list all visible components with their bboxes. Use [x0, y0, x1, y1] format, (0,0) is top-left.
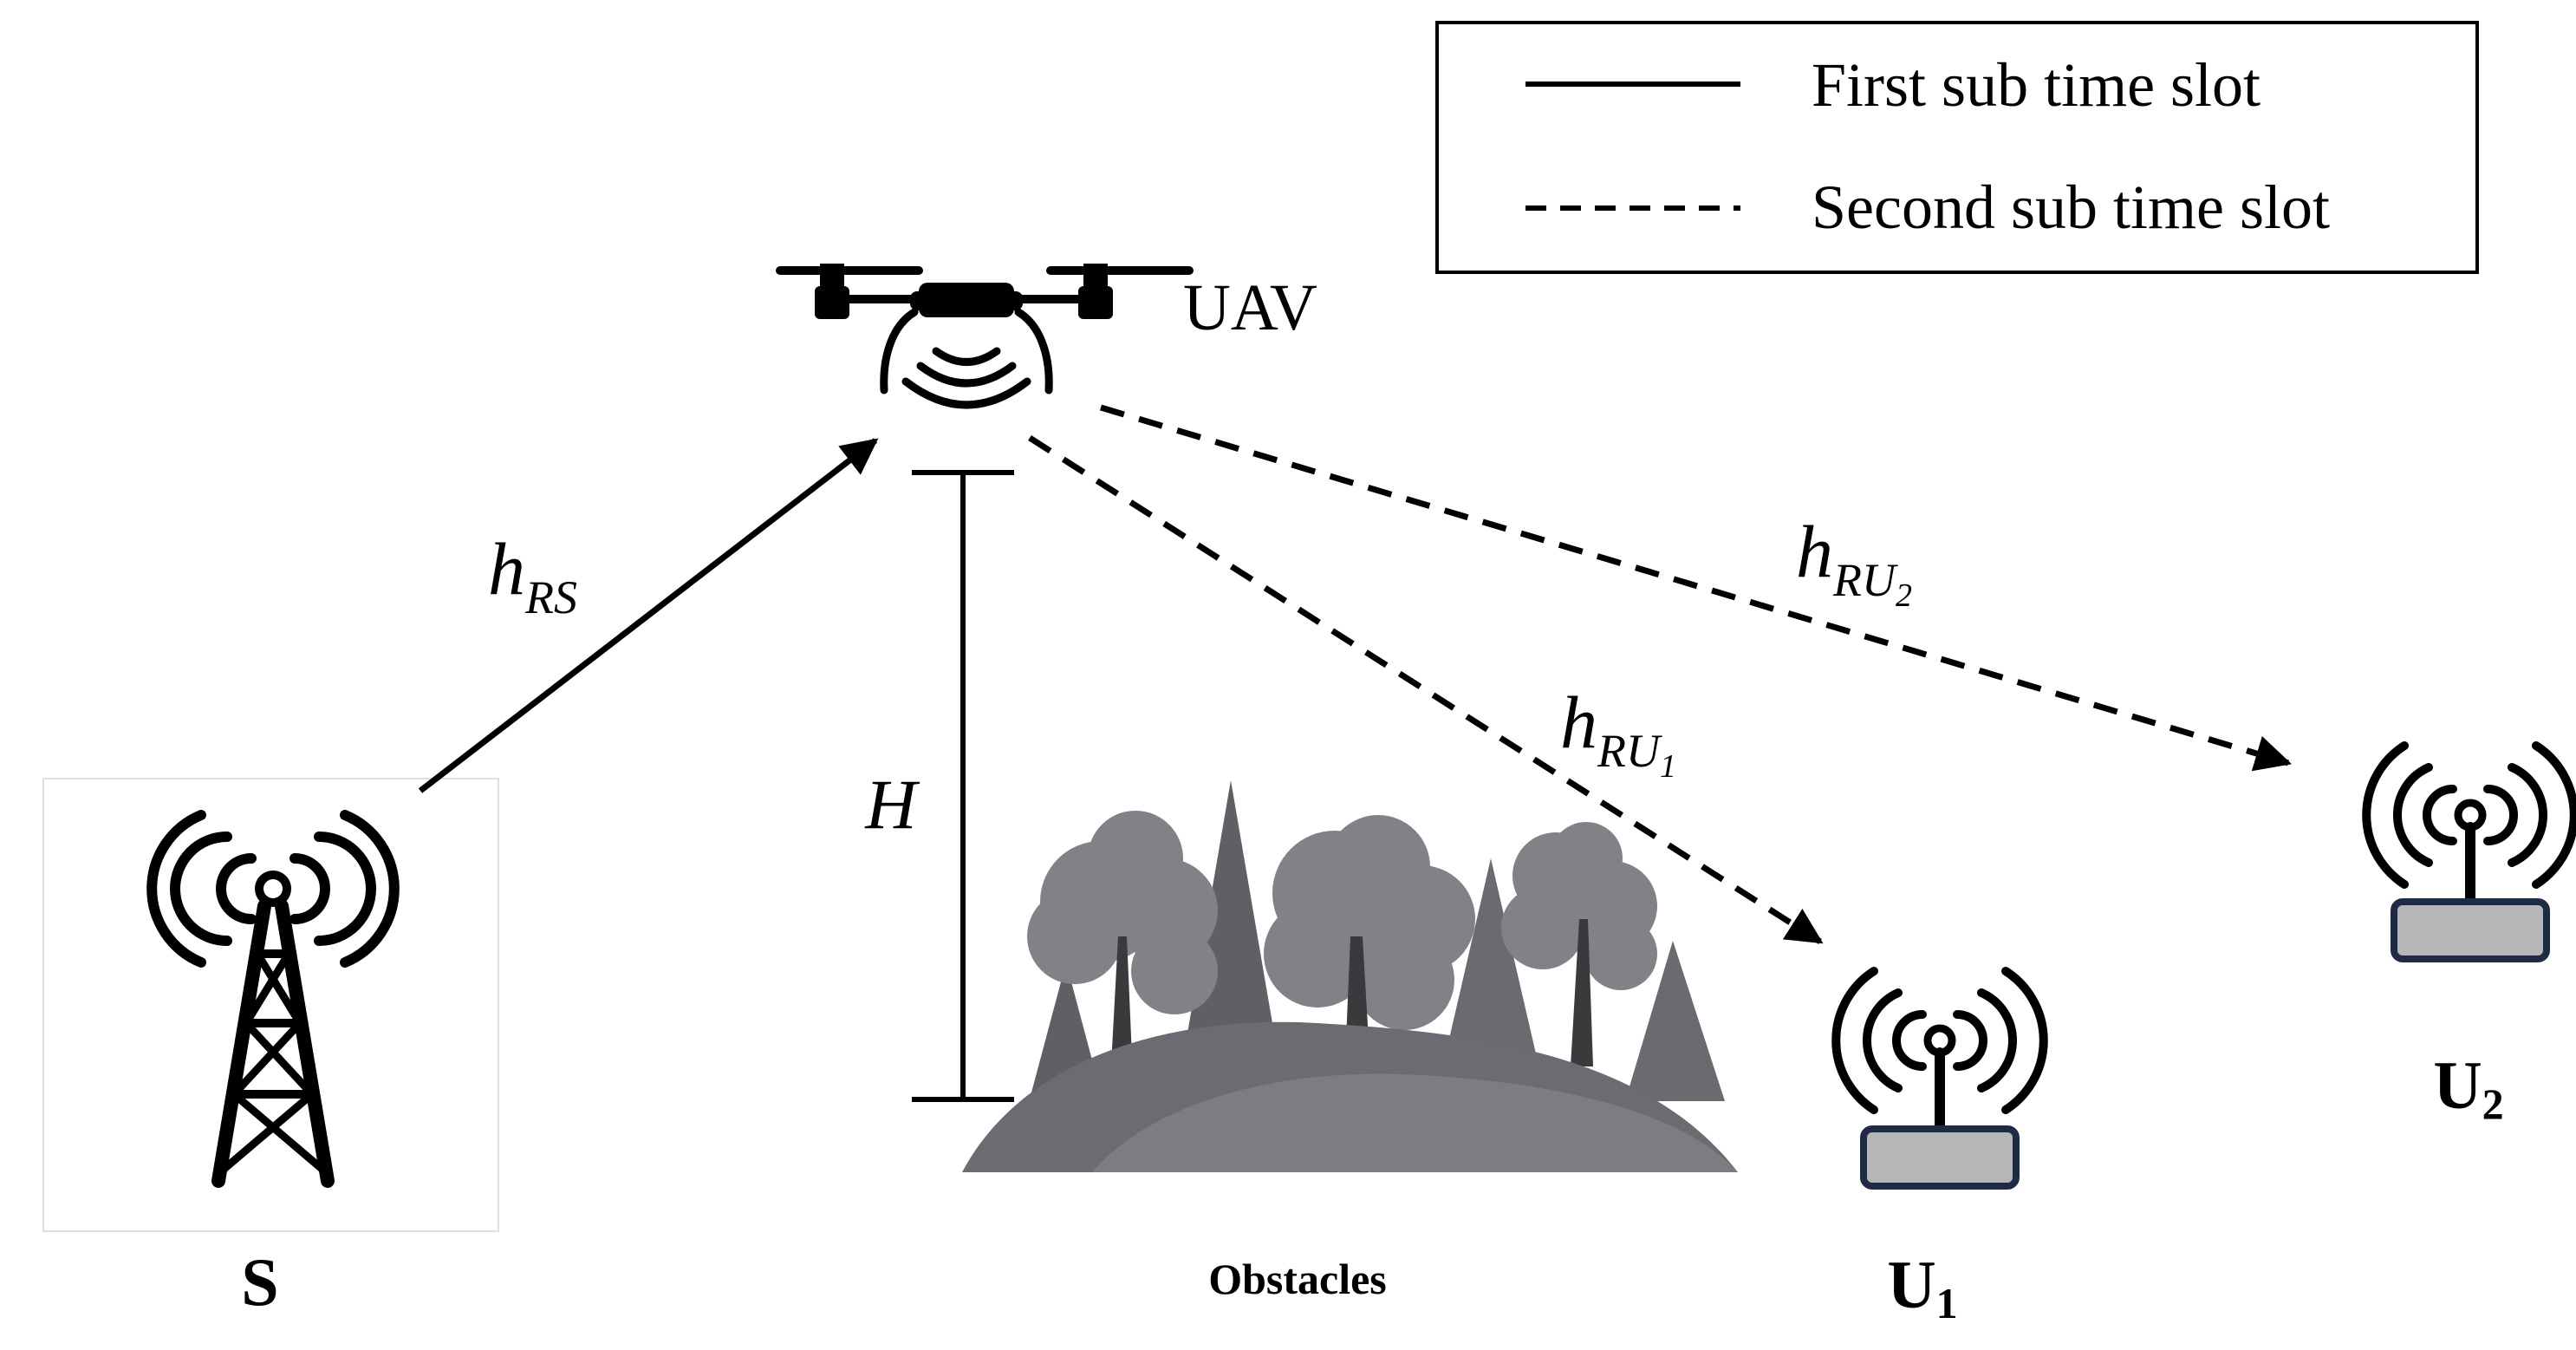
router-icon: [1831, 967, 2048, 1190]
svg-text:hRU1: hRU1: [1560, 681, 1676, 785]
user1-label: U1: [1887, 1247, 1957, 1327]
source-label: S: [241, 1244, 278, 1320]
channel-h-ru2-label: hRU2: [1796, 510, 1912, 614]
link-uav-to-user2: [1099, 404, 2293, 772]
legend-box: [1435, 21, 2479, 274]
link-uav-to-user1: [1028, 435, 1824, 944]
svg-text:hRS: hRS: [488, 527, 577, 623]
channel-h-rs-label: hRS: [488, 527, 577, 623]
obstacles-label: Obstacles: [1208, 1255, 1387, 1303]
height-indicator: H: [864, 470, 1014, 1102]
uav-node: UAV: [776, 264, 1317, 409]
cell-tower-icon: [146, 810, 400, 1188]
forest-icon: Obstacles: [962, 780, 1738, 1303]
legend: First sub time slot Second sub time slot: [1435, 21, 2479, 274]
channel-h-ru1-label: hRU1: [1560, 681, 1676, 785]
height-label: H: [864, 765, 920, 844]
legend-dashed-label: Second sub time slot: [1812, 173, 2330, 242]
svg-text:hRU2: hRU2: [1796, 510, 1912, 614]
drone-icon: [776, 264, 1194, 409]
router-icon: [2362, 741, 2576, 962]
user2-node: U2: [2362, 741, 2576, 1128]
source-frame: [42, 778, 499, 1232]
link-source-to-uav: [418, 438, 879, 793]
uav-label: UAV: [1183, 271, 1317, 344]
source-node: S: [42, 778, 499, 1320]
user1-node: U1: [1831, 967, 2048, 1327]
user2-label: U2: [2433, 1047, 2503, 1128]
legend-solid-label: First sub time slot: [1812, 50, 2261, 120]
